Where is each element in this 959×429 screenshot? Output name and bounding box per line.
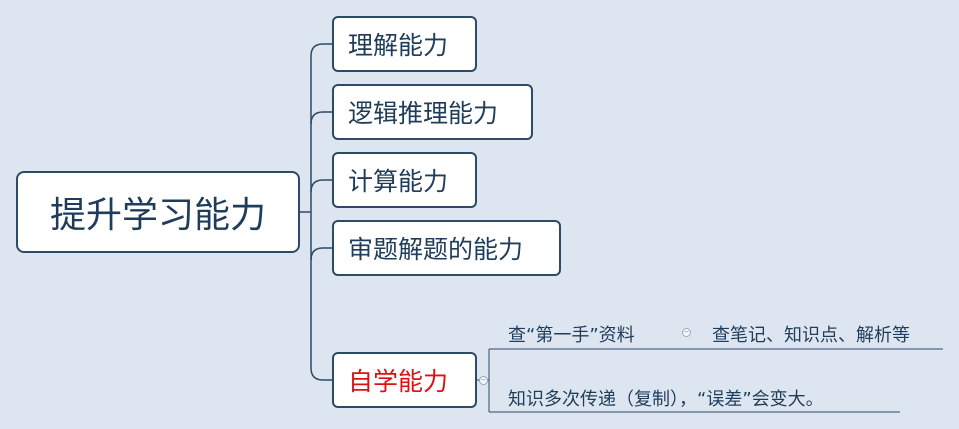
root-topic[interactable]: 提升学习能力 — [16, 171, 300, 253]
root-topic-label: 提升学习能力 — [49, 195, 266, 236]
topic-calculation[interactable]: 计算能力 — [332, 152, 477, 208]
topic-label: 审题解题的能力 — [348, 235, 524, 264]
collapse-toggle-icon[interactable]: − — [479, 376, 488, 385]
subtopic-knowledge-transfer[interactable]: 知识多次传递（复制），“误差”会变大。 — [508, 389, 824, 410]
topic-label: 自学能力 — [348, 367, 449, 396]
subtopic-notes-and-analysis[interactable]: 查笔记、知识点、解析等 — [712, 325, 910, 346]
subtopic-first-hand-materials[interactable]: 查“第一手”资料 — [508, 325, 635, 346]
topic-label: 计算能力 — [348, 167, 449, 196]
topic-label: 理解能力 — [348, 31, 449, 60]
topic-problem-solving[interactable]: 审题解题的能力 — [332, 220, 561, 276]
topic-self-study[interactable]: 自学能力 — [332, 352, 477, 408]
topic-logical-reasoning[interactable]: 逻辑推理能力 — [332, 84, 533, 140]
collapse-toggle-icon[interactable]: − — [682, 328, 691, 337]
topic-comprehension[interactable]: 理解能力 — [332, 16, 477, 72]
topic-label: 逻辑推理能力 — [348, 99, 499, 128]
